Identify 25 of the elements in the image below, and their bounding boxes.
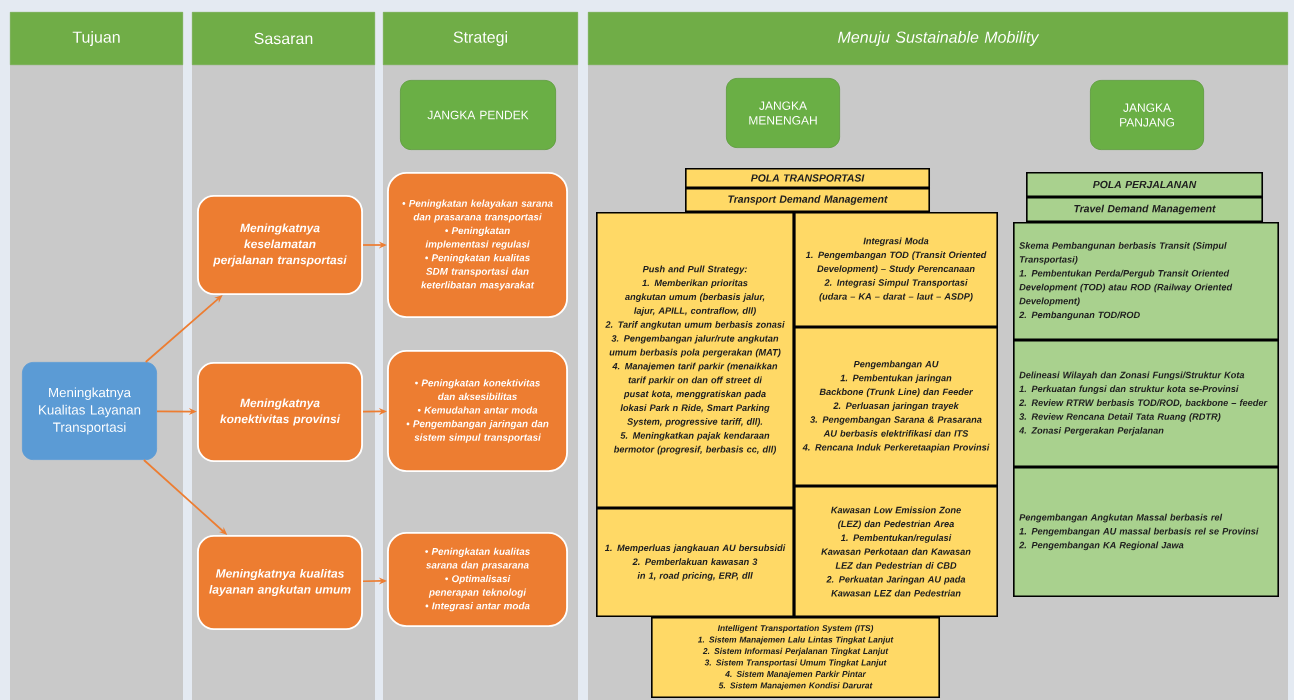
term-box: JANGKA PENDEK: [400, 80, 556, 150]
section-header-box: Travel Demand Management: [1026, 197, 1263, 222]
column-header: Sasaran: [192, 12, 375, 65]
program-box: Pengembangan Angkutan Massal berbasis rel 1. Pengembangan AU massal berbasis rel se Provinsi 2. Pengembangan KA Regional Jawa: [1013, 467, 1279, 597]
column-header: Tujuan: [10, 12, 183, 65]
strategy-box: • Peningkatan konektivitas dan aksesibilitas • Kemudahan antar moda • Pengembangan jaringan dan sistem simpul transportasi: [387, 350, 568, 472]
program-box: Delineasi Wilayah dan Zonasi Fungsi/Struktur Kota 1. Perkuatan fungsi dan struktur kota se-Provinsi 2. Review RTRW berbasis TOD/ROD, backbone – feeder 3. Review Rencana Detail Tata Ruang (RDTR) 4. Zonasi Pergerakan Perjalanan: [1013, 340, 1279, 467]
strategy-box: • Peningkatan kelayakan sarana dan prasarana transportasi • Peningkatan implementasi regulasi • Peningkatan kualitas SDM transportasi dan keterlibatan masyarakat: [387, 172, 568, 318]
program-box: Kawasan Low Emission Zone (LEZ) dan Pedestrian Area 1. Pembentukan/regulasi Kawasan Perkotaan dan Kawasan LEZ dan Pedestrian di CBD 2. Perkuatan Jaringan AU pada Kawasan LEZ dan Pedestrian: [794, 486, 998, 617]
arrow: [144, 295, 223, 363]
program-box: Intelligent Transportation System (ITS) 1. Sistem Manajemen Lalu Lintas Tingkat Lanjut 2. Sistem Informasi Perjalanan Tingkat Lanjut 3. Sistem Transportasi Umum Tingkat Lanjut 4. Sistem Manajemen Parkir Pintar 5. Sistem Manajemen Kondisi Darurat: [651, 617, 940, 698]
strategy-box: • Peningkatan kualitas sarana dan prasarana • Optimalisasi penerapan teknologi • Integrasi antar moda: [387, 532, 568, 627]
term-box: JANGKA PANJANG: [1090, 80, 1204, 150]
target-box: Meningkatnya konektivitas provinsi: [197, 362, 363, 462]
program-box: Pengembangan AU 1. Pembentukan jaringan Backbone (Trunk Line) dan Feeder 2. Perluasan jaringan trayek 3. Pengembangan Sarana & Prasarana AU berbasis elektrifikasi dan ITS 4. Rencana Induk Perkeretaapian Provinsi: [794, 327, 998, 486]
goal-box: Meningkatnya Kualitas Layanan Transportasi: [22, 362, 157, 460]
column-header: Strategi: [383, 12, 578, 65]
target-box: Meningkatnya kualitas layanan angkutan umum: [197, 535, 363, 630]
program-box: 1. Memperluas jangkauan AU bersubsidi 2. Pemberlakuan kawasan 3 in 1, road pricing, ERP, dll: [596, 508, 794, 617]
section-header-box: Transport Demand Management: [685, 188, 930, 212]
target-box: Meningkatnya keselamatan perjalanan transportasi: [197, 195, 363, 295]
section-header-box: POLA TRANSPORTASI: [685, 168, 930, 188]
section-header-box: POLA PERJALANAN: [1026, 172, 1263, 197]
column-header: Menuju Sustainable Mobility: [588, 12, 1288, 65]
term-box: JANGKA MENENGAH: [726, 78, 840, 148]
